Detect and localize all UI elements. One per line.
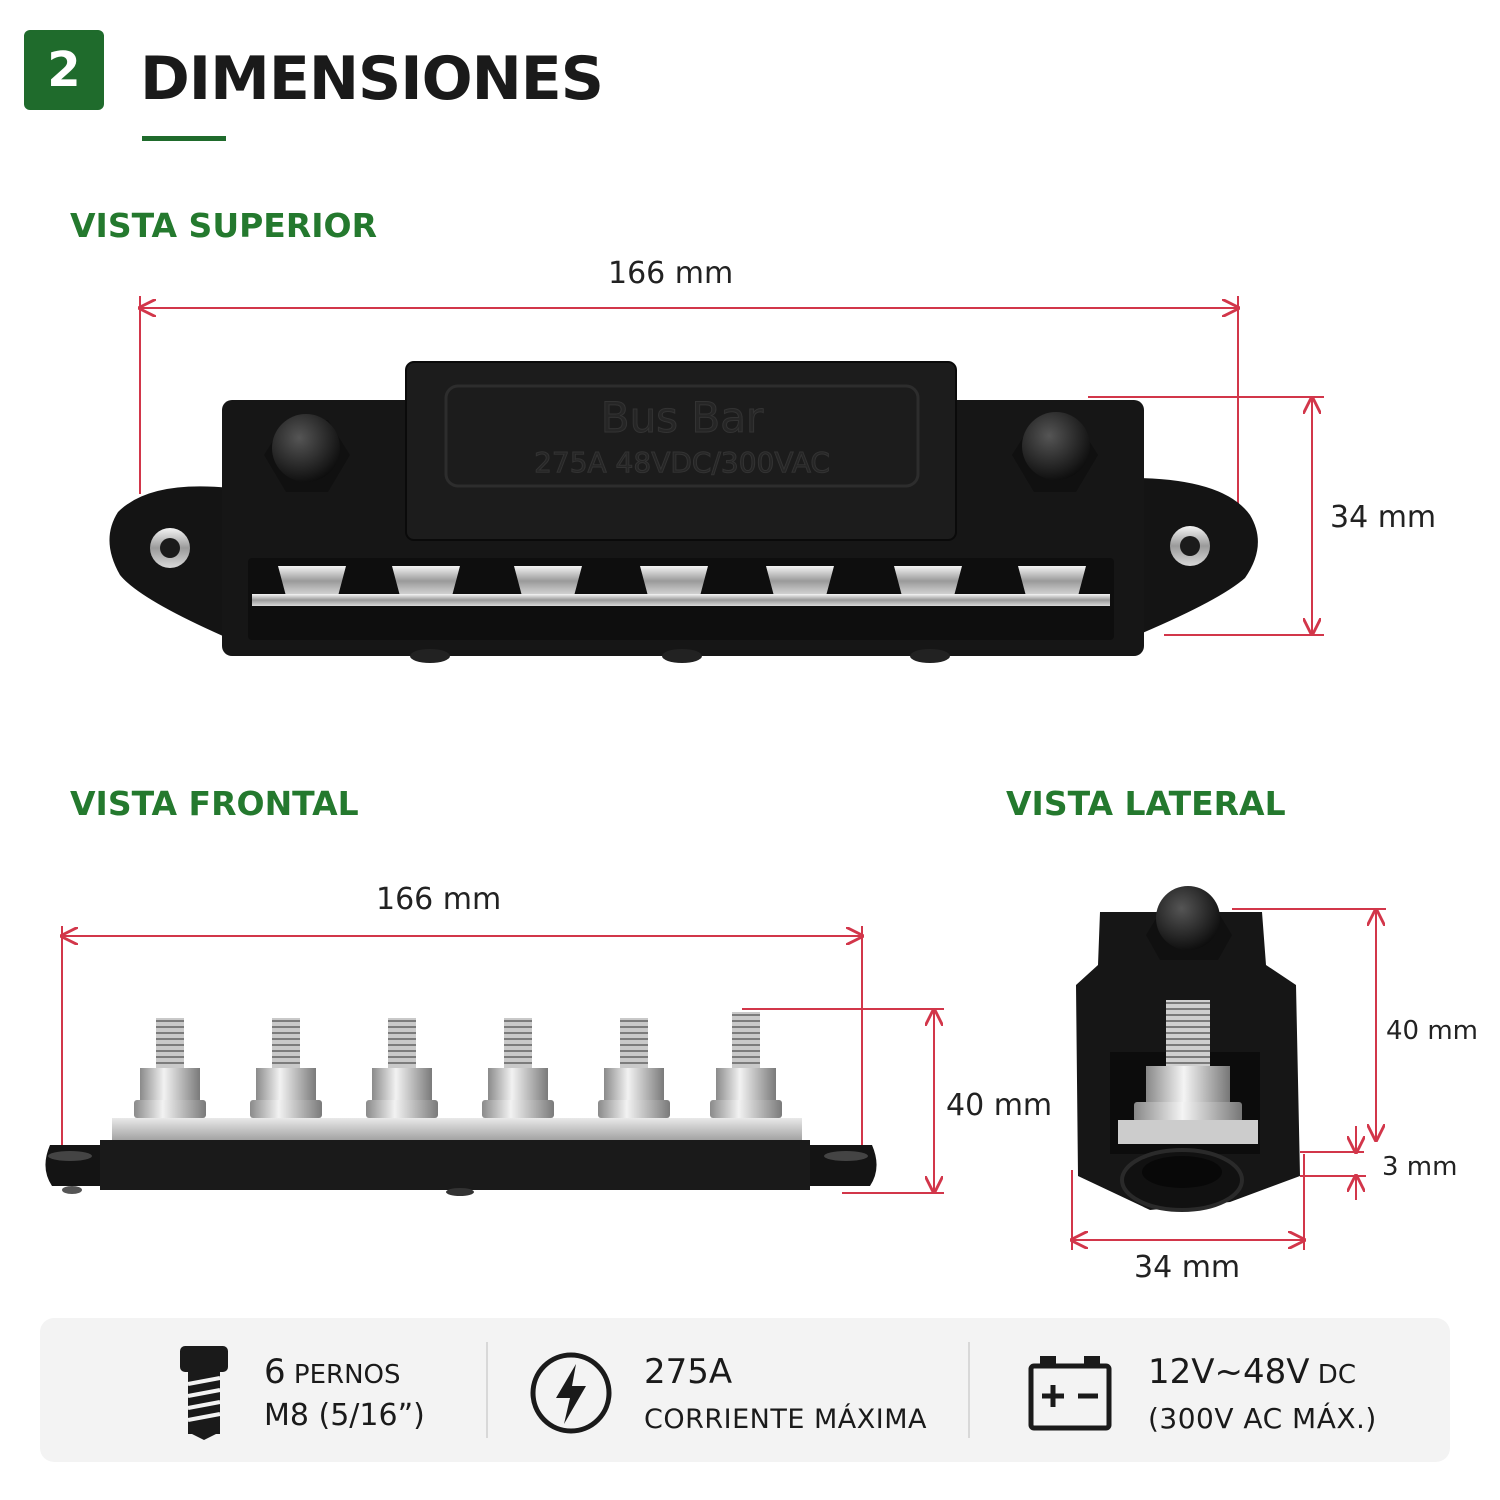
- right-terminal-knob: [1012, 412, 1098, 492]
- top-view-studs: [278, 566, 1086, 596]
- top-view-drawing: Bus Bar 275A 48VDC/300VAC: [109, 296, 1324, 663]
- side-view-label: VISTA LATERAL: [1006, 784, 1286, 823]
- front-view-width-label: 166 mm: [376, 882, 502, 917]
- spec-current-value: 275A: [644, 1352, 733, 1392]
- lightning-icon: [530, 1352, 612, 1434]
- top-view-width-label: 166 mm: [608, 256, 734, 291]
- front-view-bus-bar: [112, 1118, 802, 1140]
- specs-bar: [40, 1318, 1450, 1462]
- top-view-bar: [252, 594, 1110, 606]
- spec-bolts-count: 6 PERNOS: [264, 1352, 401, 1392]
- top-view-height-label: 34 mm: [1330, 500, 1437, 535]
- side-view-height-label: 40 mm: [1386, 1016, 1479, 1046]
- spec-voltage-value: 12V~48V DC: [1148, 1352, 1356, 1392]
- spec-voltage-unit: DC: [1309, 1360, 1356, 1390]
- spec-divider-2: [968, 1342, 970, 1438]
- section-number-badge: 2: [24, 30, 104, 110]
- side-view-base-label: 3 mm: [1382, 1152, 1458, 1182]
- spec-bolts-size: M8 (5/16”): [264, 1398, 425, 1433]
- cover-text-main: Bus Bar: [601, 393, 764, 442]
- side-view-width-label: 34 mm: [1134, 1250, 1241, 1285]
- side-view-drawing: [0, 886, 1386, 1250]
- spec-current-label: CORRIENTE MÁXIMA: [644, 1404, 927, 1435]
- cover-text-rating: 275A 48VDC/300VAC: [534, 446, 830, 479]
- spec-bolts-unit: PERNOS: [285, 1360, 401, 1390]
- bus-bar-cover: [405, 361, 957, 541]
- title-underline: [142, 136, 226, 141]
- spec-voltage-max: (300V AC MÁX.): [1148, 1402, 1377, 1435]
- side-view-knob: [1156, 886, 1220, 950]
- front-view-label: VISTA FRONTAL: [70, 784, 359, 823]
- front-view-drawing: [45, 926, 944, 1196]
- page-title: DIMENSIONES: [140, 44, 604, 114]
- left-terminal-knob: [264, 414, 350, 492]
- front-view-studs: [134, 1012, 782, 1118]
- battery-icon: [1028, 1356, 1112, 1431]
- spec-divider-1: [486, 1342, 488, 1438]
- top-view-label: VISTA SUPERIOR: [70, 206, 378, 245]
- side-view-stud: [1166, 1000, 1210, 1070]
- bolt-screw-icon: [180, 1346, 228, 1440]
- front-view-height-label: 40 mm: [946, 1088, 1053, 1123]
